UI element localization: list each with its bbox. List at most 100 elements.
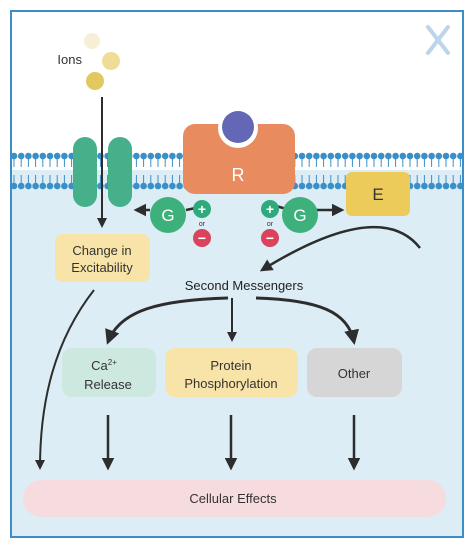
lipid-head <box>46 152 54 160</box>
lipid-head <box>25 182 32 190</box>
ion-channel-right <box>108 137 132 207</box>
lipid-head <box>176 152 183 160</box>
lipid-head <box>147 182 155 190</box>
lipid-head <box>385 152 392 160</box>
lipid-head <box>161 182 169 190</box>
other-label: Other <box>338 366 371 381</box>
lipid-head <box>313 152 320 160</box>
lipid-head <box>133 152 140 160</box>
lipid-head <box>154 152 162 160</box>
effector-to-messengers-arrow <box>259 226 421 272</box>
lipid-head <box>17 152 25 160</box>
minus-right <box>261 229 279 247</box>
lipid-head <box>327 152 335 160</box>
protein-line1: Protein <box>210 358 251 373</box>
ion-2 <box>102 52 120 70</box>
lipid-head <box>298 182 306 190</box>
lipid-head <box>327 182 335 190</box>
lipid-head <box>169 152 176 160</box>
lipid-head <box>370 152 378 160</box>
lipid-head <box>154 182 162 190</box>
plus-left <box>193 200 211 218</box>
lipid-head <box>392 152 399 160</box>
ca-line1: Ca2+ <box>91 358 117 373</box>
lipid-head <box>457 182 464 190</box>
protein-line2: Phosphorylation <box>184 376 277 391</box>
lipid-head <box>334 152 342 160</box>
lipid-head <box>133 182 140 190</box>
receptor <box>183 124 295 194</box>
lipid-head <box>61 152 68 160</box>
ion-1 <box>84 33 100 49</box>
lipid-head <box>363 152 371 160</box>
lipid-head <box>140 182 147 190</box>
lipid-head <box>140 152 147 160</box>
lipid-head <box>313 182 320 190</box>
other-box <box>307 348 402 397</box>
lipid-head <box>428 152 435 160</box>
lipid-head <box>39 152 47 160</box>
lipid-head <box>39 182 47 190</box>
lipid-head <box>341 152 349 160</box>
messengers-to-ca-arrow <box>105 296 229 345</box>
ca-base-text: Ca <box>91 358 108 373</box>
ca-line2: Release <box>84 377 132 392</box>
excitability-line2: Excitability <box>71 260 133 275</box>
lipid-head <box>61 182 68 190</box>
ion-3 <box>86 72 104 90</box>
effector-label: E <box>372 185 383 204</box>
or-left-label: or <box>199 221 206 228</box>
lipid-head <box>46 182 54 190</box>
lipid-head <box>349 152 356 160</box>
ion-channel-left <box>73 137 97 207</box>
ca-superscript: 2+ <box>108 358 117 367</box>
effector <box>346 172 410 216</box>
lipid-head <box>298 152 306 160</box>
excitability-line1: Change in <box>72 243 131 258</box>
plus-left-label: + <box>198 201 206 217</box>
lipid-head <box>10 182 18 190</box>
lipid-head <box>449 152 457 160</box>
plus-right-label: + <box>266 201 274 217</box>
lipid-head <box>413 152 421 160</box>
lipid-head <box>334 182 342 190</box>
lipid-head <box>176 182 183 190</box>
g-protein-right <box>282 197 318 233</box>
or-right-label: or <box>267 221 274 228</box>
g-protein-left <box>150 197 186 233</box>
ca-release-box <box>62 348 156 397</box>
cell-frame <box>10 10 464 538</box>
protein-phosphorylation-box <box>165 348 298 397</box>
lipid-head <box>161 152 169 160</box>
lipid-head <box>421 152 428 160</box>
second-messengers-label: Second Messengers <box>185 278 304 293</box>
lipid-head <box>305 182 313 190</box>
lipid-head <box>442 182 450 190</box>
lipid-head <box>320 182 327 190</box>
minus-left-label: − <box>198 230 206 246</box>
lipid-head <box>320 152 327 160</box>
lipid-head <box>435 152 443 160</box>
lipid-head <box>442 152 450 160</box>
x-logo-icon <box>426 25 450 55</box>
lipid-head <box>17 182 25 190</box>
lipid-head <box>32 152 39 160</box>
minus-left <box>193 229 211 247</box>
lipid-head <box>53 182 61 190</box>
plus-right <box>261 200 279 218</box>
cellular-effects-box <box>23 480 446 517</box>
lipid-head <box>356 152 363 160</box>
lipid-head <box>10 152 18 160</box>
g-protein-right-label: G <box>293 206 306 225</box>
lipid-head <box>147 152 155 160</box>
lipid-head <box>53 152 61 160</box>
lipid-head <box>457 152 464 160</box>
ions-label: Ions <box>57 52 82 67</box>
lipid-head <box>399 152 407 160</box>
lipid-head <box>305 152 313 160</box>
lipid-head <box>169 182 176 190</box>
lipid-head <box>428 182 435 190</box>
cellular-effects-label: Cellular Effects <box>189 491 277 506</box>
ligand <box>222 111 254 143</box>
